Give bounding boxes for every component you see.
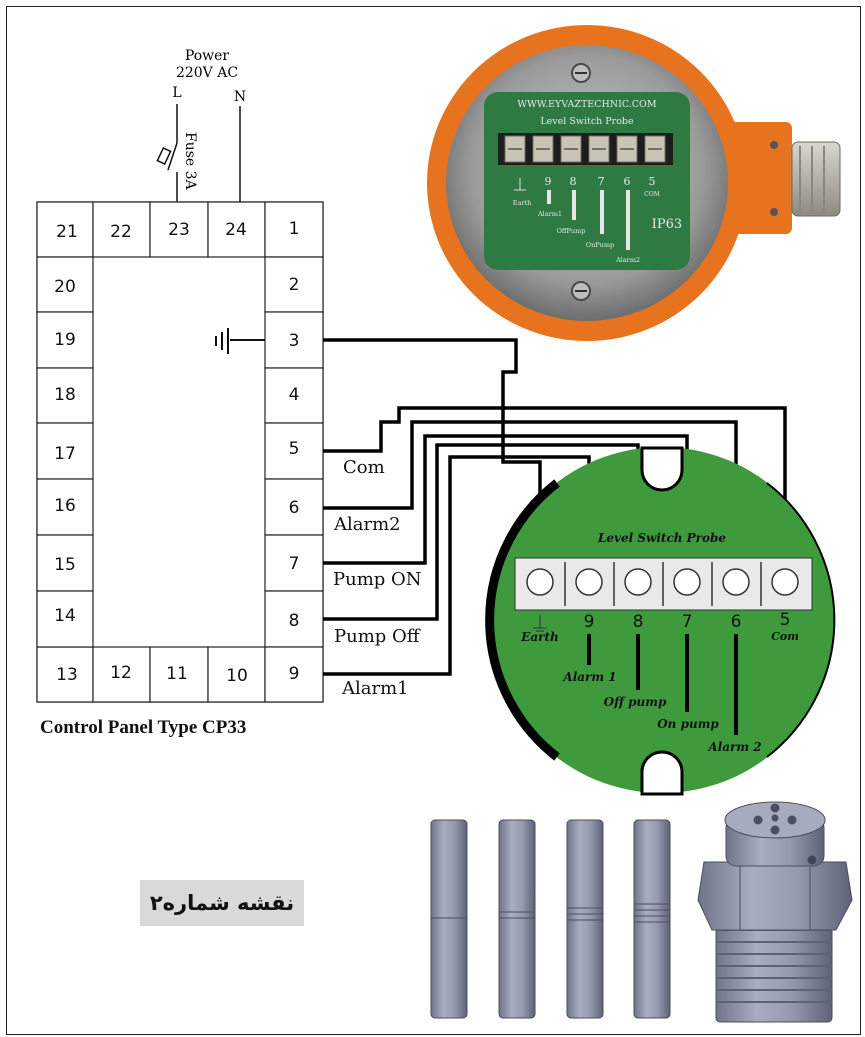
probe-onpump-label: On pump bbox=[657, 717, 719, 731]
photo-num-6: 6 bbox=[624, 175, 631, 188]
terminal-16: 16 bbox=[54, 496, 76, 516]
terminal-1: 1 bbox=[289, 219, 300, 239]
terminal-23: 23 bbox=[168, 220, 190, 240]
probe-alarm1-label: Alarm 1 bbox=[562, 670, 616, 684]
probe-rods bbox=[430, 819, 671, 1019]
probe-num-7: 7 bbox=[682, 612, 693, 632]
photo-onpump-label: OnPump bbox=[586, 241, 614, 249]
terminal-24: 24 bbox=[225, 220, 247, 240]
photo-num-8: 8 bbox=[570, 175, 577, 188]
map-label: نقشه شماره۲ bbox=[140, 880, 304, 926]
photo-title: Level Switch Probe bbox=[540, 116, 634, 127]
terminal-15: 15 bbox=[54, 555, 76, 575]
terminal-5: 5 bbox=[289, 439, 300, 459]
wire-label-pump-off: Pump Off bbox=[334, 626, 421, 647]
photo-ip-label: IP63 bbox=[652, 217, 682, 232]
rod-2 bbox=[498, 819, 536, 1019]
terminal-19: 19 bbox=[54, 330, 76, 350]
power-voltage: 220V AC bbox=[176, 65, 238, 81]
photo-earth-label: Earth bbox=[513, 199, 532, 207]
power-lines bbox=[156, 104, 241, 202]
terminal-10: 10 bbox=[226, 666, 248, 686]
probe-alarm2-label: Alarm 2 bbox=[707, 740, 761, 754]
photo-offpump-label: OffPump bbox=[557, 227, 586, 235]
probe-num-8: 8 bbox=[633, 612, 644, 632]
rod-1 bbox=[430, 819, 468, 1019]
terminal-4: 4 bbox=[289, 385, 300, 405]
terminal-9: 9 bbox=[289, 664, 300, 684]
wire-earth bbox=[323, 338, 542, 560]
photo-alarm2-label: Alarm2 bbox=[615, 256, 640, 264]
photo-num-9: 9 bbox=[545, 175, 552, 188]
terminal-22: 22 bbox=[110, 222, 132, 242]
panel-terminal-numbers: 21 22 23 24 1 2 3 4 5 6 7 8 9 10 11 12 1… bbox=[54, 219, 299, 686]
wire-label-alarm1: Alarm1 bbox=[341, 678, 409, 699]
photo-alarm1-label: Alarm1 bbox=[537, 210, 562, 218]
probe-num-6: 6 bbox=[731, 612, 742, 632]
photo-com-label: COM bbox=[644, 191, 660, 198]
wire-label-alarm2: Alarm2 bbox=[333, 514, 401, 535]
wire-com bbox=[323, 406, 787, 560]
terminal-7: 7 bbox=[289, 554, 300, 574]
probe-terminal-screws bbox=[526, 568, 799, 596]
terminal-20: 20 bbox=[54, 277, 76, 297]
panel-caption: Control Panel Type CP33 bbox=[40, 717, 247, 738]
terminal-18: 18 bbox=[54, 385, 76, 405]
probe-earth-label: Earth bbox=[520, 630, 559, 644]
probe-board: Level Switch Probe Earth 9 8 7 6 5 Com A… bbox=[485, 446, 836, 796]
power-labels: Power 220V AC L N Fuse 3A bbox=[172, 48, 246, 191]
probe-num-9: 9 bbox=[584, 612, 595, 632]
photo-num-7: 7 bbox=[598, 175, 605, 188]
probe-com-label: Com bbox=[771, 630, 799, 643]
probe-housing-photo: WWW.EYVAZTECHNIC.COM Level Switch Probe … bbox=[427, 25, 841, 341]
wire-label-pump-on: Pump ON bbox=[333, 569, 422, 590]
ground-symbol bbox=[215, 328, 265, 354]
probe-head bbox=[697, 801, 853, 1023]
neutral-label: N bbox=[234, 89, 246, 105]
terminal-17: 17 bbox=[54, 444, 76, 464]
line-label: L bbox=[172, 85, 181, 101]
terminal-11: 11 bbox=[166, 664, 188, 684]
probe-offpump-label: Off pump bbox=[604, 695, 667, 709]
photo-website: WWW.EYVAZTECHNIC.COM bbox=[517, 99, 656, 110]
terminal-6: 6 bbox=[289, 498, 300, 518]
terminal-14: 14 bbox=[54, 606, 76, 626]
wire-labels: Com Alarm2 Pump ON Pump Off Alarm1 bbox=[333, 457, 422, 699]
probe-num-5: 5 bbox=[780, 610, 791, 630]
terminal-21: 21 bbox=[56, 222, 78, 242]
power-title: Power bbox=[185, 48, 230, 64]
terminal-12: 12 bbox=[110, 663, 132, 683]
control-panel bbox=[36, 201, 324, 703]
page-frame bbox=[6, 6, 861, 1035]
terminal-13: 13 bbox=[56, 665, 78, 685]
fuse-label: Fuse 3A bbox=[182, 132, 198, 191]
terminal-2: 2 bbox=[289, 275, 300, 295]
terminal-8: 8 bbox=[289, 611, 300, 631]
wire-label-com: Com bbox=[343, 457, 385, 478]
photo-num-5: 5 bbox=[649, 175, 656, 188]
terminal-3: 3 bbox=[289, 331, 300, 351]
rod-3 bbox=[566, 819, 604, 1019]
rod-4 bbox=[633, 819, 671, 1019]
probe-title: Level Switch Probe bbox=[597, 531, 726, 545]
